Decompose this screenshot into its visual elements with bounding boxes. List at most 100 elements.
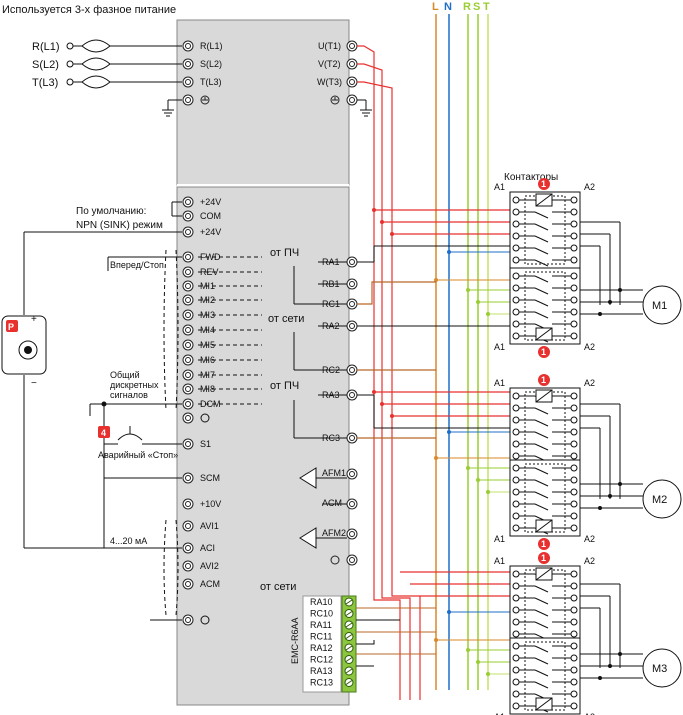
line-letters: L N R S T [432, 1, 490, 13]
current-range-label: 4...20 мА [110, 536, 147, 546]
bus-taps [434, 250, 510, 676]
vfd-power-section [176, 19, 350, 186]
svg-text:M3: M3 [652, 663, 667, 675]
emc-card-label: EMC-R6AA [290, 617, 300, 664]
ctrl-term-dcm: DCM [200, 399, 221, 409]
motors: M1 M2 M3 [580, 221, 682, 688]
from-vfd-label-2: от ПЧ [270, 380, 299, 392]
svg-text:1: 1 [541, 179, 546, 189]
svg-text:A1: A1 [494, 534, 505, 544]
svg-text:1: 1 [541, 539, 546, 549]
bus-lines [435, 14, 489, 690]
contactor-blocks: 1A1A21A1A21A1A21A1A21A1A21A1A2 [494, 178, 595, 715]
common-label-2: дискретных [110, 380, 159, 390]
contactor: 1 A1 A2 [494, 267, 595, 358]
common-label-3: сигналов [110, 390, 148, 400]
svg-text:L: L [432, 1, 439, 13]
svg-text:M1: M1 [652, 300, 667, 312]
ctrl-term-com: COM [200, 211, 221, 221]
emc-term-rc13: RC13 [310, 678, 333, 688]
motor-m2: M2 [642, 479, 682, 519]
from-grid-label-1: от сети [268, 313, 304, 325]
svg-text:ACM: ACM [322, 498, 342, 508]
term-w: W(T3) [317, 77, 342, 87]
term-s: S(L2) [200, 59, 222, 69]
default-mode-label-1: По умолчанию: [76, 206, 146, 217]
svg-text:AFM1: AFM1 [322, 468, 346, 478]
emc-term-ra10: RA10 [310, 597, 333, 607]
supply-label-t: T(L3) [32, 77, 58, 89]
fwd-stop-label: Вперед/Стоп [110, 260, 164, 270]
emc-term-rc10: RC10 [310, 609, 333, 619]
emc-term-ra13: RA13 [310, 666, 333, 676]
svg-text:+: + [31, 314, 37, 325]
svg-text:A1: A1 [494, 712, 505, 715]
default-mode-label-2: NPN (SINK) режим [76, 220, 163, 231]
emc-term-ra12: RA12 [310, 643, 333, 653]
control-terminals: По умолчанию: NPN (SINK) режим +24V COM +2… [23, 196, 262, 549]
svg-text:−: − [31, 378, 37, 389]
from-vfd-label-1: от ПЧ [270, 247, 299, 259]
contactors-label: Контакторы [504, 172, 558, 183]
emc-term-rc11: RC11 [310, 632, 332, 642]
supply-label-s: S(L2) [32, 59, 59, 71]
supply-label-r: R(L1) [32, 41, 60, 53]
svg-text:A2: A2 [584, 182, 595, 192]
ctrl-term-24v: +24V [200, 227, 221, 237]
ctrl-term-fwd: FWD [200, 252, 221, 262]
ctrl-term-24v: +24V [200, 197, 221, 207]
analog-term-aci: ACI [200, 543, 215, 553]
supply-lines: R(L1) S(L2) T(L3) [32, 39, 182, 117]
common-label-1: Общий [110, 370, 140, 380]
from-grid-label-2: от сети [260, 581, 296, 593]
output-terminals: U(T1) V(T2) W(T3) [317, 40, 372, 117]
svg-text:A2: A2 [584, 342, 595, 352]
term-u: U(T1) [318, 41, 341, 51]
svg-text:A1: A1 [494, 378, 505, 388]
page-title: Используется 3-х фазное питание [2, 4, 176, 16]
analog-term-10v: +10V [200, 499, 221, 509]
motor-m3: M3 [642, 648, 682, 688]
analog-term-acm: ACM [200, 579, 220, 589]
svg-text:1: 1 [541, 375, 546, 385]
svg-text:AFM2: AFM2 [322, 528, 346, 538]
svg-text:M2: M2 [652, 494, 667, 506]
emc-card: EMC-R6AA RA10RC10RA11RC11RA12RC12RA13RC1… [290, 595, 436, 693]
svg-text:A1: A1 [494, 556, 505, 566]
analog-term-scm: SCM [200, 473, 220, 483]
svg-text:R: R [463, 1, 471, 13]
svg-text:P: P [8, 322, 14, 332]
svg-text:S: S [473, 1, 480, 13]
svg-text:A1: A1 [494, 182, 505, 192]
emc-term-ra11: RA11 [310, 620, 332, 630]
relay-section: от ПЧ от сети от ПЧ от сети RA1RB1RC1RA2… [260, 245, 510, 693]
emergency-stop-label: Аварийный «Стоп» [98, 450, 178, 460]
svg-text:A1: A1 [494, 342, 505, 352]
term-v: V(T2) [318, 59, 341, 69]
term-t: T(L3) [200, 77, 222, 87]
motor-output-wires [357, 45, 510, 700]
contactor: 1 A1 A2 [494, 374, 595, 465]
afm-outputs: AFM1 ACM AFM2 [299, 467, 358, 566]
term-r: R(L1) [200, 41, 223, 51]
contactor: 1 A1 A2 [494, 178, 595, 269]
emc-term-rc12: RC12 [310, 655, 333, 665]
svg-text:N: N [444, 1, 452, 13]
current-source: P + − [1, 314, 47, 389]
input-terminals: R(L1) S(L2) T(L3) [182, 40, 223, 106]
badge-4: 4 [101, 428, 106, 438]
svg-text:1: 1 [541, 347, 546, 357]
contactor: 1 A1 A2 [494, 459, 595, 550]
analog-term-avi1: AVI1 [200, 521, 219, 531]
svg-text:A2: A2 [584, 534, 595, 544]
analog-term-s1: S1 [200, 439, 211, 449]
ground-symbols [200, 413, 210, 625]
motor-m1: M1 [642, 285, 682, 325]
analog-term-avi2: AVI2 [200, 561, 219, 571]
svg-text:A2: A2 [584, 378, 595, 388]
svg-text:T: T [483, 1, 490, 13]
